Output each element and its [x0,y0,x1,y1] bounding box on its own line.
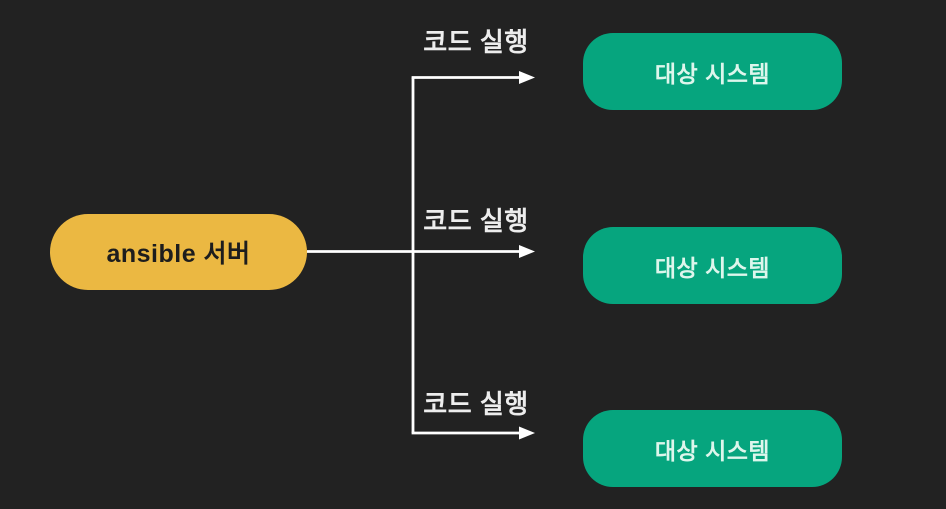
arrowhead-icon [519,245,535,258]
node-target-system-label: 대상 시스템 [654,254,771,281]
node-target-system-label: 대상 시스템 [654,60,771,87]
edge-label-code-exec-2: 코드 실행 [423,206,529,236]
edge-label-code-exec-3: 코드 실행 [423,389,529,419]
node-target-system-3: 대상 시스템 [583,410,842,487]
node-target-system-2: 대상 시스템 [583,227,842,304]
arrowhead-icon [519,426,535,440]
node-ansible-server: ansible 서버 [50,214,307,290]
edge-label-code-exec-1: 코드 실행 [423,27,529,57]
node-target-system-1: 대상 시스템 [583,33,842,110]
arrowhead-icon [519,71,535,84]
node-target-system-label: 대상 시스템 [654,437,771,464]
node-ansible-server-label: ansible 서버 [106,240,251,268]
